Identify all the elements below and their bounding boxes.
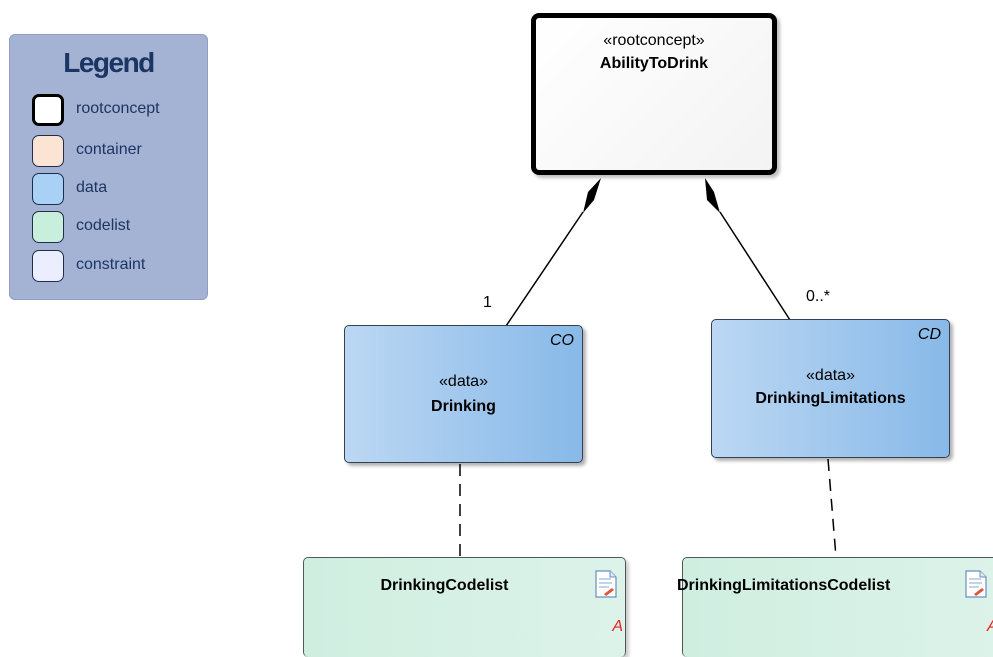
legend-panel: Legend rootconcept container data codeli…: [9, 34, 208, 300]
legend-swatch-constraint: [32, 250, 64, 282]
dependency-line-limitations: [827, 458, 837, 558]
multiplicity-drinking: 1: [483, 294, 492, 311]
legend-title: Legend: [63, 47, 155, 78]
legend-item-data: data: [32, 173, 207, 207]
codelist1-attr: A: [612, 618, 623, 635]
legend-swatch-codelist: [32, 211, 64, 243]
drinking-code: CO: [550, 332, 574, 349]
legend-label-constraint: constraint: [76, 256, 146, 273]
legend-swatch-container: [32, 135, 64, 167]
association-line-limitations: [719, 211, 791, 321]
root-stereotype: «rootconcept»: [603, 32, 705, 49]
legend-item-constraint: constraint: [32, 250, 207, 284]
legend-swatch-data: [32, 173, 64, 205]
codelist1-name: DrinkingCodelist: [380, 577, 509, 594]
drinking-data-node[interactable]: CO «data» Drinking: [344, 325, 583, 463]
legend-label-rootconcept: rootconcept: [76, 100, 160, 117]
drinking-codelist-node[interactable]: DrinkingCodelist A: [303, 557, 626, 657]
codelist2-name: DrinkingLimitationsCodelist: [677, 577, 891, 594]
legend-item-rootconcept: rootconcept: [32, 94, 207, 128]
legend-label-data: data: [76, 179, 108, 196]
limitations-codelist-node[interactable]: DrinkingLimitationsCodelist A: [677, 557, 993, 657]
limitations-name: DrinkingLimitations: [755, 390, 906, 407]
document-icon: [965, 570, 987, 598]
root-concept-node[interactable]: «rootconcept» AbilityToDrink: [531, 13, 777, 175]
legend-item-container: container: [32, 135, 207, 169]
composition-diamond-left: [583, 178, 601, 213]
legend-label-container: container: [76, 141, 142, 158]
composition-diamond-right: [705, 178, 720, 213]
drinking-name: Drinking: [431, 398, 496, 415]
limitations-data-node[interactable]: CD «data» DrinkingLimitations: [711, 319, 950, 458]
multiplicity-limitations: 0..*: [806, 288, 831, 305]
drinking-stereotype: «data»: [439, 373, 488, 390]
codelist2-attr: A: [987, 618, 993, 636]
limitations-code: CD: [917, 326, 941, 343]
legend-swatch-rootconcept: [32, 94, 64, 126]
limitations-stereotype: «data»: [806, 367, 855, 384]
document-icon: [595, 570, 617, 598]
root-name: AbilityToDrink: [599, 55, 709, 72]
legend-label-codelist: codelist: [76, 217, 131, 234]
association-line-drinking: [505, 211, 584, 327]
legend-item-codelist: codelist: [32, 211, 207, 245]
